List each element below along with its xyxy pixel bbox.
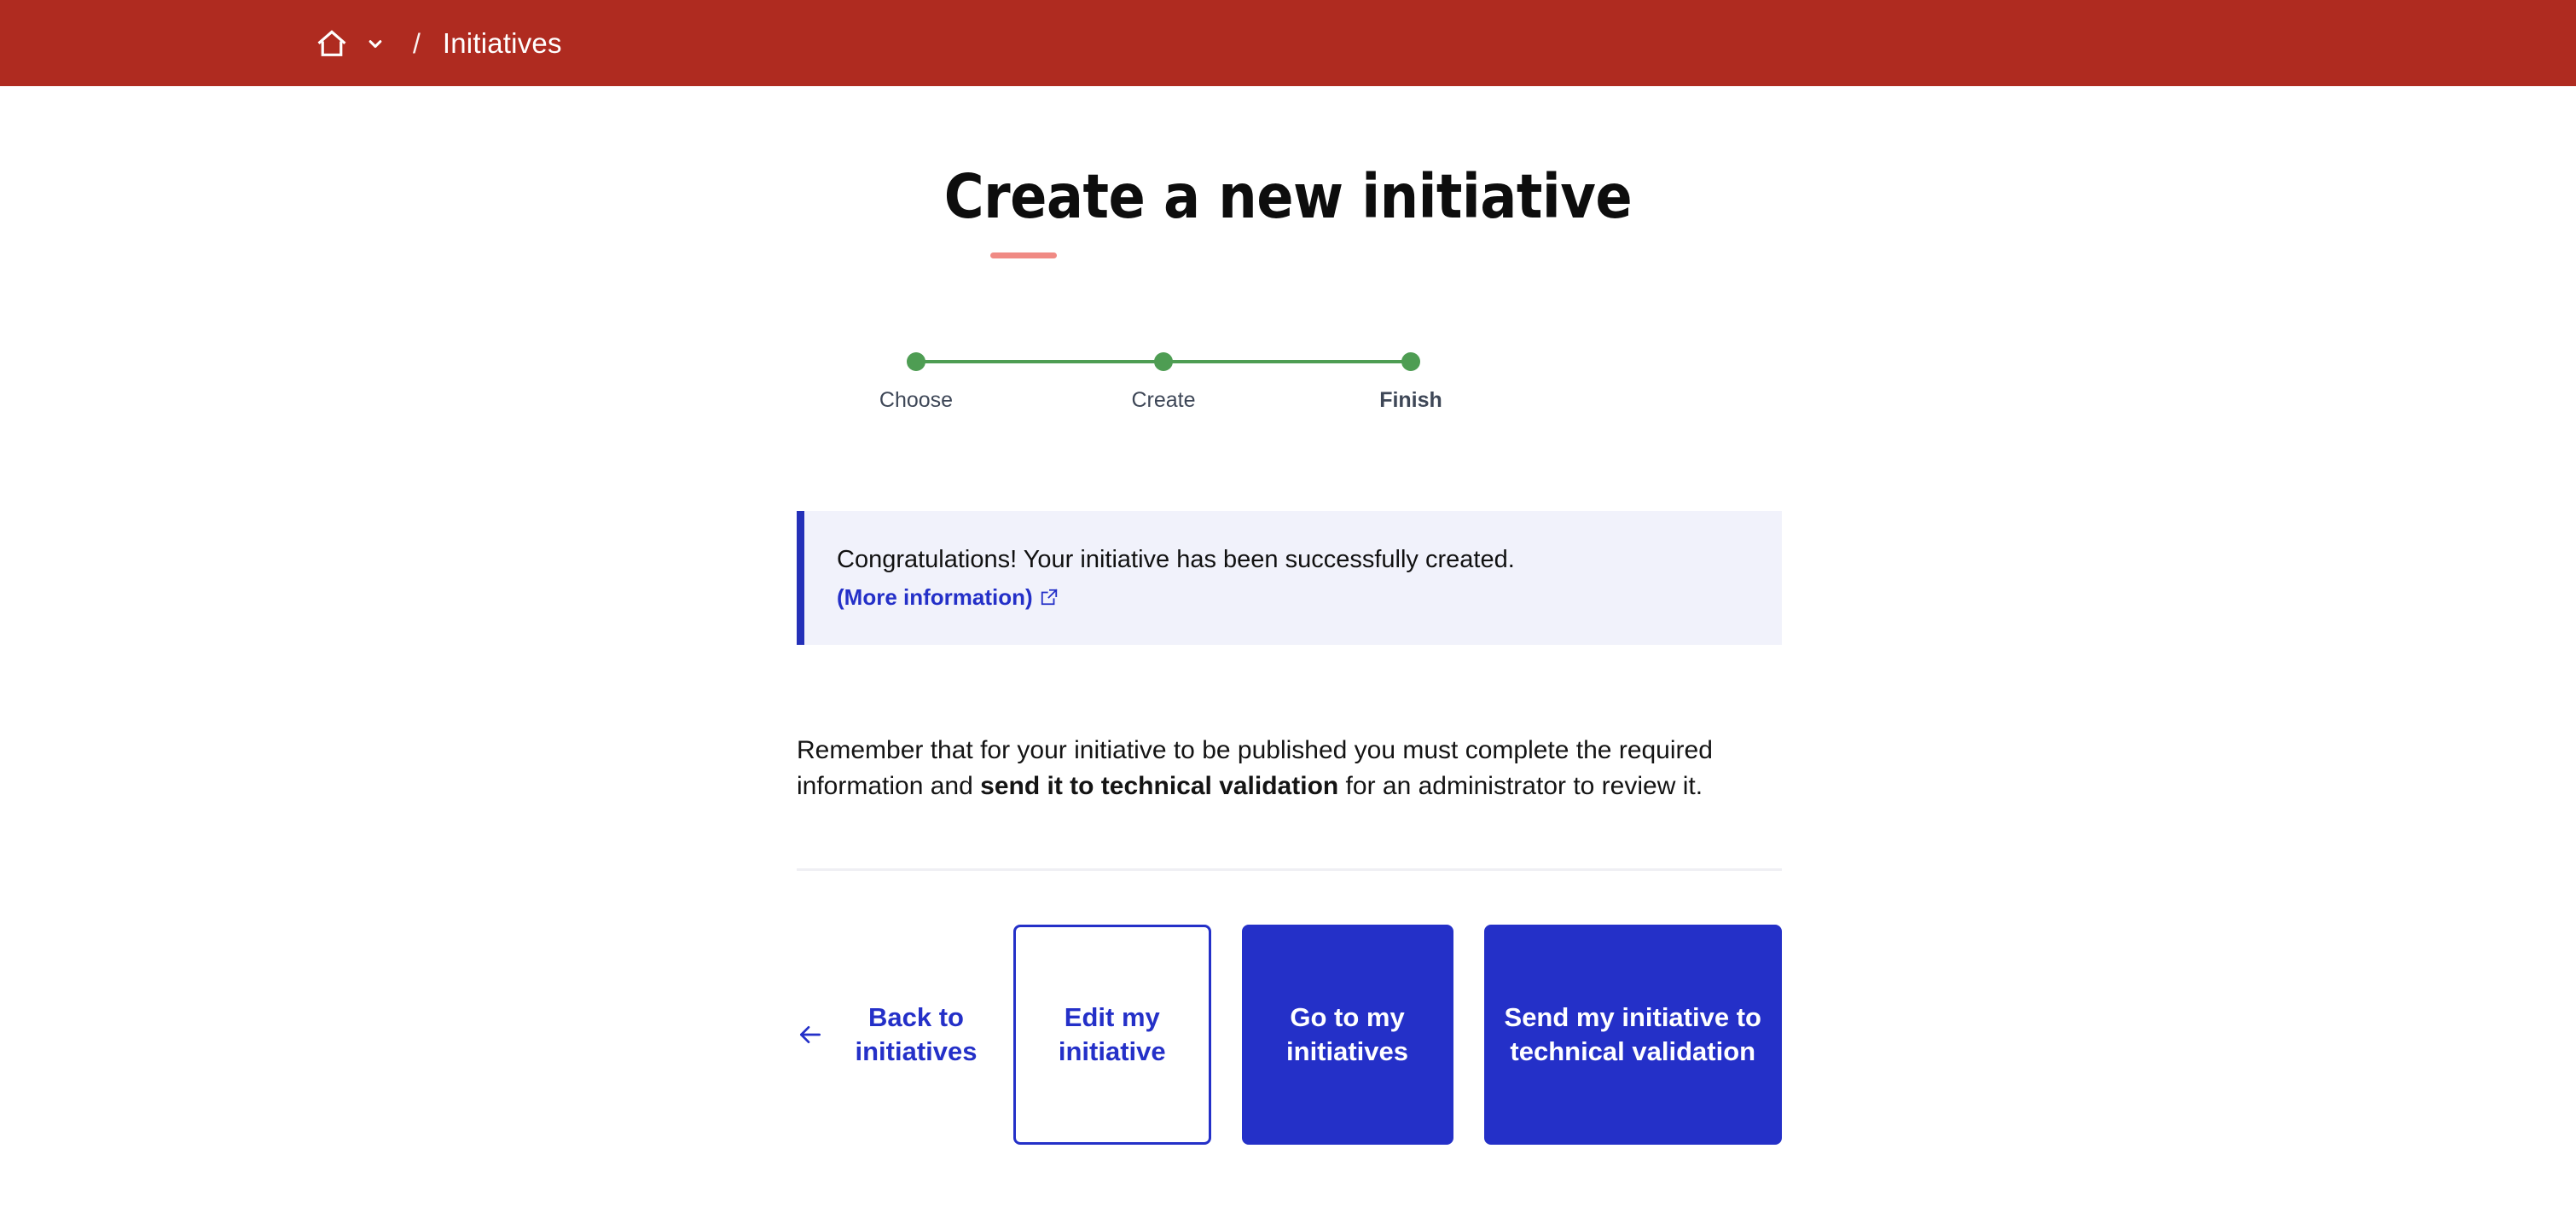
content-column: Congratulations! Your initiative has bee… bbox=[797, 510, 1782, 1145]
home-icon bbox=[317, 29, 346, 56]
chevron-down-icon bbox=[368, 39, 382, 48]
top-navigation-bar: / Initiatives bbox=[0, 0, 2576, 86]
reminder-text-bold: send it to technical validation bbox=[980, 772, 1339, 801]
callout-message: Congratulations! Your initiative has bee… bbox=[837, 545, 1515, 573]
edit-my-initiative-button[interactable]: Edit my initiative bbox=[1013, 924, 1211, 1145]
reminder-text-part2: for an administrator to review it. bbox=[1338, 772, 1703, 801]
success-callout: Congratulations! Your initiative has bee… bbox=[797, 510, 1782, 645]
external-link-icon bbox=[1041, 589, 1058, 606]
stepper-label-choose: Choose bbox=[879, 387, 954, 412]
breadcrumb-home-link[interactable] bbox=[316, 27, 348, 60]
go-to-my-initiatives-button[interactable]: Go to my initiatives bbox=[1241, 924, 1453, 1145]
title-accent-rule bbox=[990, 252, 1057, 258]
back-to-initiatives-link[interactable]: Back to initiatives bbox=[797, 925, 1013, 1145]
arrow-left-icon bbox=[800, 1025, 821, 1043]
breadcrumb-separator: / bbox=[413, 27, 421, 59]
action-button-row: Back to initiatives Edit my initiative G… bbox=[797, 924, 1782, 1145]
more-information-link[interactable]: (More information) bbox=[837, 583, 1033, 610]
page-title-section: Create a new initiative bbox=[0, 165, 2576, 258]
stepper-track bbox=[907, 351, 1436, 371]
breadcrumb: / Initiatives bbox=[316, 0, 562, 86]
stepper-connector-1 bbox=[916, 359, 1163, 363]
stepper-dot-finish[interactable] bbox=[1401, 351, 1420, 371]
breadcrumb-dropdown-toggle[interactable] bbox=[348, 32, 387, 55]
progress-stepper: Choose Create Finish bbox=[879, 351, 1442, 417]
reminder-text-part1: Remember that for your initiative to be … bbox=[797, 735, 1713, 801]
stepper-connector-2 bbox=[1163, 359, 1411, 363]
send-to-technical-validation-button[interactable]: Send my initiative to technical validati… bbox=[1483, 924, 1782, 1145]
back-to-initiatives-label: Back to initiatives bbox=[855, 1002, 978, 1066]
stepper-label-create: Create bbox=[1131, 387, 1196, 412]
stepper-labels: Choose Create Finish bbox=[879, 387, 1442, 417]
stepper-dot-choose[interactable] bbox=[907, 351, 925, 371]
reminder-paragraph: Remember that for your initiative to be … bbox=[797, 733, 1748, 805]
callout-link-row: (More information) bbox=[837, 584, 1748, 611]
stepper-dot-create[interactable] bbox=[1154, 351, 1173, 371]
page-body: Create a new initiative Choose Create Fi… bbox=[0, 165, 2576, 1145]
stepper-label-finish: Finish bbox=[1379, 387, 1442, 412]
section-divider bbox=[797, 867, 1782, 871]
page-title: Create a new initiative bbox=[943, 161, 1633, 232]
breadcrumb-current-page[interactable]: Initiatives bbox=[442, 27, 562, 59]
